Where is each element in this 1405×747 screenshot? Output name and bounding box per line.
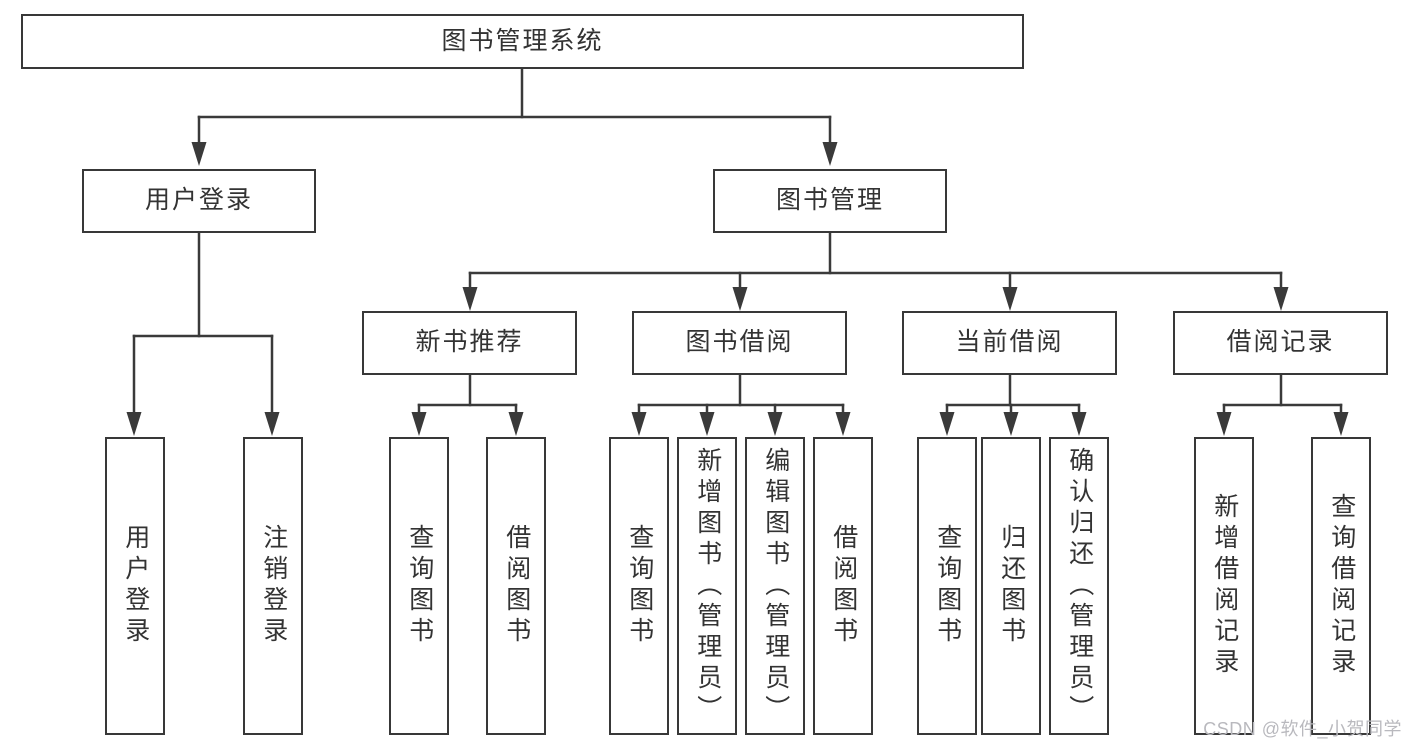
leaf-borrow-books-recommend: 借阅图书 (486, 437, 546, 735)
leaf-query-books-current: 查询图书 (917, 437, 977, 735)
leaf-add-borrow-record: 新增借阅记录 (1194, 437, 1254, 735)
arrowheads (126, 142, 1349, 436)
node-book-borrowing: 图书借阅 (632, 311, 847, 375)
leaf-add-books-admin: 新增图书（管理员） (677, 437, 737, 735)
node-new-book-recommendation: 新书推荐 (362, 311, 577, 375)
leaf-confirm-return-admin: 确认归还（管理员） (1049, 437, 1109, 735)
node-user-login: 用户登录 (82, 169, 316, 233)
node-current-borrowing: 当前借阅 (902, 311, 1117, 375)
leaf-return-books: 归还图书 (981, 437, 1041, 735)
leaf-edit-books-admin: 编辑图书（管理员） (745, 437, 805, 735)
node-borrowing-records: 借阅记录 (1173, 311, 1388, 375)
leaf-query-books-recommend: 查询图书 (389, 437, 449, 735)
node-library-management-system: 图书管理系统 (21, 14, 1024, 69)
watermark: CSDN @软件_小贺同学 (1203, 719, 1402, 739)
leaf-user-login: 用户登录 (105, 437, 165, 735)
node-book-management: 图书管理 (713, 169, 947, 233)
leaf-query-books-borrowing: 查询图书 (609, 437, 669, 735)
leaf-query-borrow-record: 查询借阅记录 (1311, 437, 1371, 735)
leaf-logout: 注销登录 (243, 437, 303, 735)
leaf-borrow-books-borrowing: 借阅图书 (813, 437, 873, 735)
